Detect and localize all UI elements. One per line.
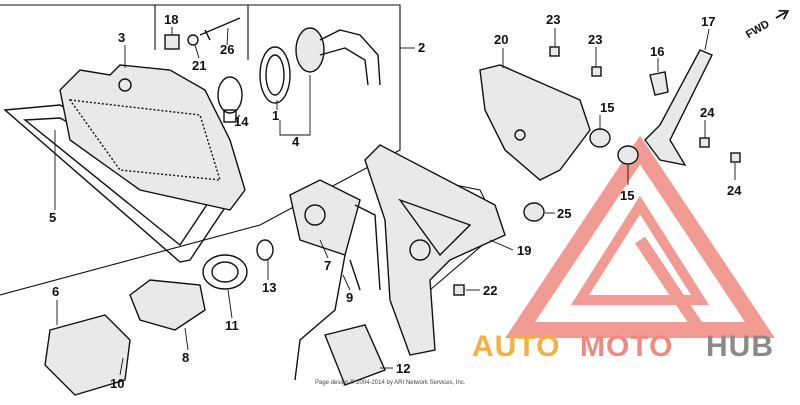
- callout-22: 22: [483, 283, 497, 298]
- leader-lines: [54, 27, 736, 376]
- callout-15-lower: 15: [620, 188, 634, 203]
- callout-23: 23: [588, 32, 602, 47]
- bulb-13-part: [256, 239, 274, 261]
- fwd-label: FWD: [744, 18, 772, 41]
- socket-base-7-part: [289, 179, 381, 291]
- callout-15-upper: 15: [600, 100, 614, 115]
- nut-22-part: [453, 284, 465, 296]
- reflector-8-part: [129, 279, 206, 331]
- taillight-lens-part: [44, 314, 131, 396]
- stay-17-part: [644, 49, 713, 166]
- callout-4: 4: [292, 134, 300, 149]
- wire-9-part: [294, 254, 346, 381]
- callout-3: 3: [118, 30, 125, 45]
- reflector-plate-12-part: [324, 324, 386, 386]
- callout-6: 6: [52, 284, 59, 299]
- gasket-ring-part: [259, 46, 291, 104]
- screw-18-part: [164, 34, 180, 50]
- socket-wire-part: [295, 27, 381, 86]
- nut-23a-part: [549, 46, 560, 57]
- copyright-text: Page design © 2004-2014 by ARI Network S…: [315, 379, 466, 386]
- watermark-brand: AUTO MOTO HUB: [472, 330, 774, 363]
- brand-auto: AUTO: [472, 330, 560, 363]
- headlight-housing-part: [59, 64, 246, 211]
- callout-18: 18: [164, 12, 178, 27]
- grommet-25-part: [523, 202, 545, 222]
- callout-21: 21: [192, 58, 206, 73]
- callout-2: 2: [418, 40, 425, 55]
- ring-11-part: [202, 254, 248, 290]
- brand-moto: MOTO: [580, 330, 673, 363]
- callout-5: 5: [49, 210, 56, 225]
- forward-arrow-icon: FWD: [744, 9, 790, 41]
- callout-16: 16: [650, 44, 664, 59]
- grommet-15a-part: [589, 128, 611, 148]
- brand-hub: HUB: [706, 330, 774, 363]
- group-frame-2: [0, 4, 401, 296]
- callout-20: 20: [494, 32, 508, 47]
- bracket-20-part: [479, 64, 591, 181]
- callout-13: 13: [262, 280, 276, 295]
- callout-11: 11: [225, 318, 239, 333]
- washer-21-part: [187, 34, 199, 46]
- nut-23b-part: [591, 66, 602, 77]
- callout-12: 12: [396, 361, 410, 376]
- grommet-15b-part: [617, 145, 639, 165]
- callout-7: 7: [324, 258, 331, 273]
- callout-24-lower: 24: [727, 183, 742, 198]
- license-bracket-19-part: [364, 144, 506, 356]
- callout-26: 26: [220, 42, 234, 57]
- callout-9: 9: [346, 290, 353, 305]
- callout-24-upper: 24: [700, 105, 715, 120]
- callout-14: 14: [234, 114, 249, 129]
- callout-19: 19: [517, 243, 531, 258]
- callout-8: 8: [182, 350, 189, 365]
- callout-10: 10: [110, 376, 124, 391]
- nut-24a-part: [699, 137, 710, 148]
- nut-24b-part: [730, 152, 741, 163]
- callout-labels: 18 26 21 3 2 14 1 4 5 20 23 23 16 17 15 …: [49, 12, 742, 391]
- clip-16-part: [649, 71, 669, 96]
- callout-25: 25: [557, 206, 571, 221]
- callout-17: 17: [701, 14, 715, 29]
- bolt-26-part: [199, 17, 241, 41]
- bulb-part: [217, 76, 243, 123]
- callout-1: 1: [272, 108, 279, 123]
- watermark-logo-icon: [505, 135, 775, 338]
- callout-23-top: 23: [546, 12, 560, 27]
